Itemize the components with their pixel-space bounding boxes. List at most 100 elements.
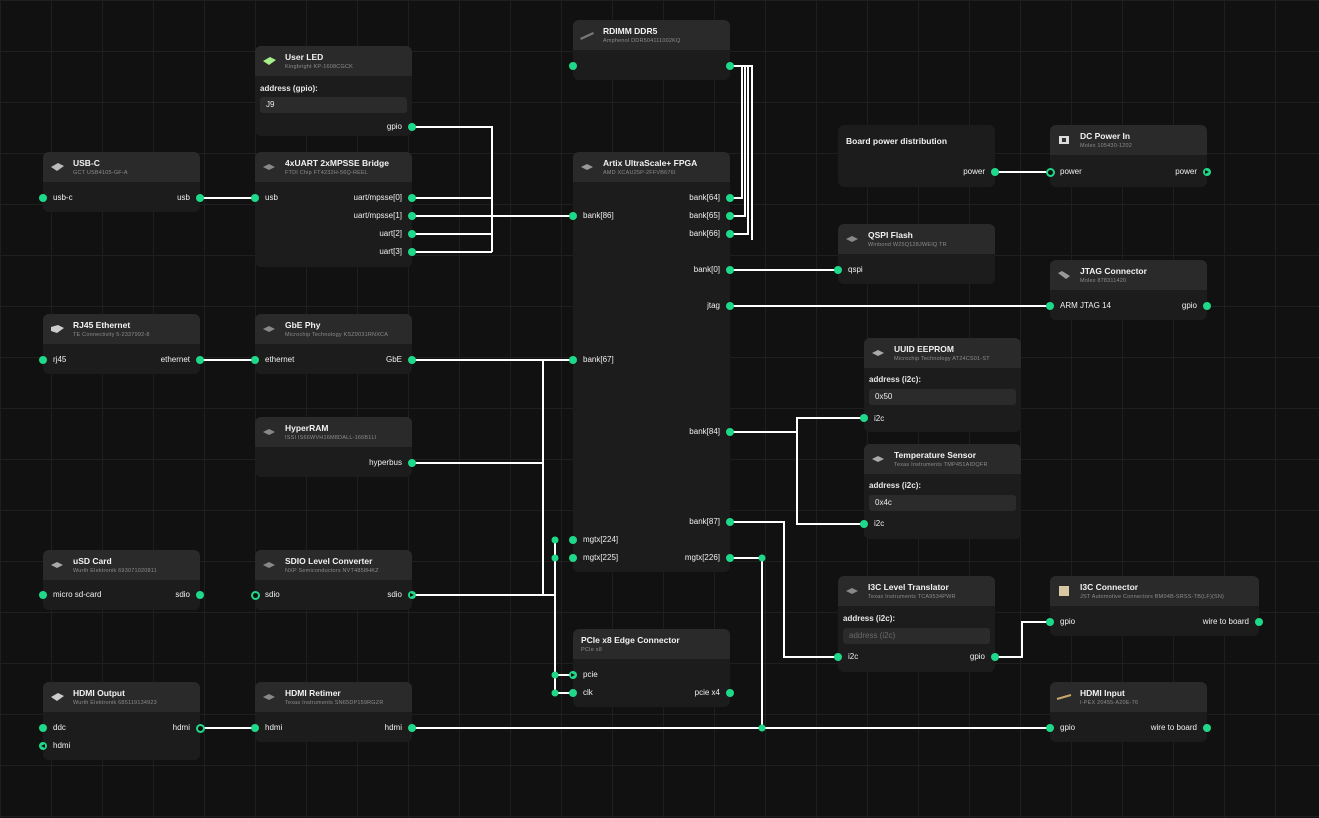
handle-bank67[interactable] xyxy=(569,356,577,364)
port-i2c[interactable]: i2c xyxy=(874,519,885,528)
handle-usb-c[interactable] xyxy=(39,194,47,202)
handle-mgtx225[interactable] xyxy=(569,554,577,562)
dc-power-node[interactable]: DC Power In Molex 105430-1202 power powe… xyxy=(1050,125,1207,187)
handle-usb-out[interactable] xyxy=(196,194,204,202)
port-usb[interactable]: usb xyxy=(265,193,278,202)
board-power-node[interactable]: Board power distribution power xyxy=(838,125,995,187)
port-bank-0[interactable]: bank[0] xyxy=(693,265,720,274)
port-rj45[interactable]: rj45 xyxy=(53,355,67,364)
handle-ddc[interactable] xyxy=(39,724,47,732)
port-gpio[interactable]: gpio xyxy=(1060,723,1076,732)
port-clk[interactable]: clk xyxy=(583,688,593,697)
handle-temp-i2c[interactable] xyxy=(860,520,868,528)
address-input[interactable]: 0x50 xyxy=(869,389,1016,405)
usd-card-node[interactable]: uSD Card Wurth Elektronik 693071020811 m… xyxy=(43,550,200,610)
port-sdio[interactable]: sdio xyxy=(175,590,190,599)
rdimm-ddr5-node[interactable]: RDIMM DDR5 Amphenol DDR504111002KQ rdimm… xyxy=(573,20,730,80)
handle-hdmi-out-in[interactable] xyxy=(39,742,47,750)
handle-sdio-conv-out[interactable] xyxy=(408,591,416,599)
port-hyperbus[interactable]: hyperbus xyxy=(369,458,402,467)
fpga-node[interactable]: Artix UltraScale+ FPGA AMD XCAU25P-2FFVB… xyxy=(573,152,730,572)
port-ethernet[interactable]: ethernet xyxy=(265,355,295,364)
port-gbe[interactable]: GbE xyxy=(385,355,402,364)
handle-retimer-in[interactable] xyxy=(251,724,259,732)
port-power-out[interactable]: power xyxy=(1175,167,1197,176)
handle-ethernet-out[interactable] xyxy=(196,356,204,364)
port-mgtx-225[interactable]: mgtx[225] xyxy=(583,553,619,562)
address-input[interactable]: address (i2c) xyxy=(843,628,990,644)
handle-jtag[interactable] xyxy=(726,302,734,310)
port-uart-mpsse-1[interactable]: uart/mpsse[1] xyxy=(353,211,402,220)
port-bank-84[interactable]: bank[84] xyxy=(689,427,720,436)
port-qspi[interactable]: qspi xyxy=(848,265,863,274)
port-usb-c[interactable]: usb-c xyxy=(53,193,73,202)
port-gpio[interactable]: gpio xyxy=(386,122,402,131)
hdmi-output-node[interactable]: HDMI Output Wurth Elektronik 68511913492… xyxy=(43,682,200,760)
port-bank-87[interactable]: bank[87] xyxy=(689,517,720,526)
hdmi-retimer-node[interactable]: HDMI Retimer Texas Instruments SN65DP159… xyxy=(255,682,412,742)
port-gpio[interactable]: gpio xyxy=(969,652,985,661)
handle-bank86[interactable] xyxy=(569,212,577,220)
handle-dc-power-in[interactable] xyxy=(1046,168,1055,177)
port-uart-3[interactable]: uart[3] xyxy=(379,247,402,256)
handle-arm-jtag[interactable] xyxy=(1046,302,1054,310)
port-micro-sd-card[interactable]: micro sd-card xyxy=(53,590,102,599)
handle-sdio-in[interactable] xyxy=(251,591,260,600)
port-ethernet[interactable]: ethernet xyxy=(160,355,190,364)
handle-gbe[interactable] xyxy=(408,356,416,364)
handle-led-gpio[interactable] xyxy=(408,123,416,131)
hdmi-input-node[interactable]: HDMI Input I-PEX 20455-A20E-76 gpio wire… xyxy=(1050,682,1207,742)
gbe-phy-node[interactable]: GbE Phy Microchip Technology KSZ9031RNXC… xyxy=(255,314,412,374)
uuid-eeprom-node[interactable]: UUID EEPROM Microchip Technology AT24CS0… xyxy=(864,338,1021,432)
temperature-sensor-node[interactable]: Temperature Sensor Texas Instruments TMP… xyxy=(864,444,1021,539)
port-bank-64[interactable]: bank[64] xyxy=(689,193,720,202)
port-pcie-x4[interactable]: pcie x4 xyxy=(694,688,720,697)
port-bank-66[interactable]: bank[66] xyxy=(689,229,720,238)
handle-pcie-x4[interactable] xyxy=(726,689,734,697)
handle-bank65[interactable] xyxy=(726,212,734,220)
handle-hdmi-input-wire[interactable] xyxy=(1203,724,1211,732)
handle-usb-in[interactable] xyxy=(251,194,259,202)
port-pcie[interactable]: pcie xyxy=(583,670,598,679)
port-gpio[interactable]: gpio xyxy=(1181,301,1197,310)
handle-qspi[interactable] xyxy=(834,266,842,274)
handle-jtag-gpio[interactable] xyxy=(1203,302,1211,310)
handle-hdmi-input-gpio[interactable] xyxy=(1046,724,1054,732)
port-usb[interactable]: usb xyxy=(177,193,190,202)
handle-bank87[interactable] xyxy=(726,518,734,526)
port-hdmi-in[interactable]: hdmi xyxy=(265,723,283,732)
port-uart-mpsse-0[interactable]: uart/mpsse[0] xyxy=(353,193,402,202)
user-led-node[interactable]: User LED Kingbright KP-1608CGCK address … xyxy=(255,46,412,136)
i3c-connector-node[interactable]: I3C Connector JST Automotive Connectors … xyxy=(1050,576,1259,636)
usb-c-node[interactable]: USB-C GCT USB4105-GF-A usb-c usb xyxy=(43,152,200,212)
address-input[interactable]: 0x4c xyxy=(869,495,1016,511)
port-i2c[interactable]: i2c xyxy=(874,414,885,423)
handle-i3c-wire[interactable] xyxy=(1255,618,1263,626)
handle-eeprom-i2c[interactable] xyxy=(860,414,868,422)
port-mgtx-224[interactable]: mgtx[224] xyxy=(583,535,619,544)
rj45-node[interactable]: RJ45 Ethernet TE Connectivity 5-2337992-… xyxy=(43,314,200,374)
hyperram-node[interactable]: HyperRAM ISSI IS66WVH16M8DALL-166B1LI hy… xyxy=(255,417,412,477)
port-mgtx-226[interactable]: mgtx[226] xyxy=(684,553,720,562)
sdio-level-converter-node[interactable]: SDIO Level Converter NXP Semiconductors … xyxy=(255,550,412,610)
port-wire-to-board[interactable]: wire to board xyxy=(1202,617,1249,626)
handle-clk[interactable] xyxy=(569,689,577,697)
handle-uart2[interactable] xyxy=(408,230,416,238)
port-hdmi-in[interactable]: hdmi xyxy=(53,741,71,750)
handle-ddr[interactable] xyxy=(726,62,734,70)
handle-translator-gpio[interactable] xyxy=(991,653,999,661)
port-bank-65[interactable]: bank[65] xyxy=(689,211,720,220)
port-power-in[interactable]: power xyxy=(1060,167,1082,176)
handle-uart0[interactable] xyxy=(408,194,416,202)
port-hdmi[interactable]: hdmi xyxy=(172,723,190,732)
handle-translator-i2c[interactable] xyxy=(834,653,842,661)
handle-board-power[interactable] xyxy=(991,168,999,176)
handle-i3c-gpio[interactable] xyxy=(1046,618,1054,626)
handle-micro-sd[interactable] xyxy=(39,591,47,599)
handle-bank66[interactable] xyxy=(726,230,734,238)
port-wire-to-board[interactable]: wire to board xyxy=(1150,723,1197,732)
port-bank-86[interactable]: bank[86] xyxy=(583,211,614,220)
port-sdio-in[interactable]: sdio xyxy=(265,590,280,599)
address-input[interactable]: J9 xyxy=(260,97,407,113)
port-power[interactable]: power xyxy=(963,167,985,176)
